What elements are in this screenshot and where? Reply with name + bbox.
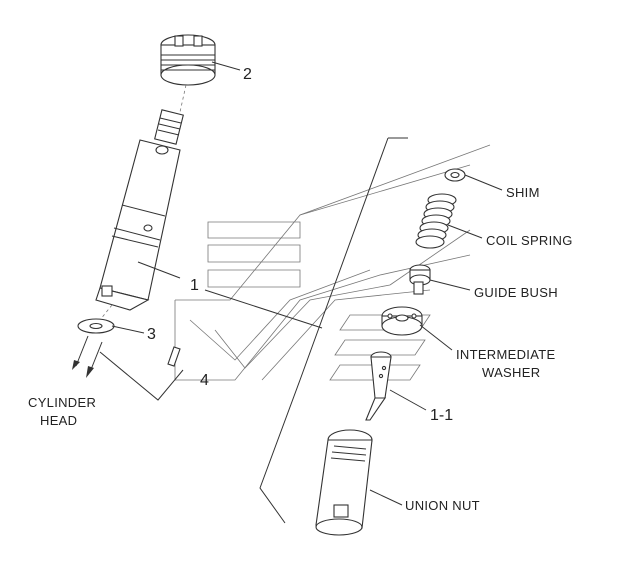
gasket-washer-part: [77, 318, 115, 334]
label-cylinder-head-line2: HEAD: [40, 413, 77, 428]
callout-4: 4: [200, 372, 209, 389]
leader-lines: [111, 61, 503, 506]
label-intermediate-washer-line2: WASHER: [482, 365, 540, 380]
guide-bush-part: [409, 264, 431, 295]
callout-2: 2: [243, 66, 252, 83]
label-guide-bush: GUIDE BUSH: [474, 285, 558, 300]
detail-background-outline: [174, 144, 491, 381]
callout-1: 1: [190, 277, 199, 294]
dowel-pin-part: [167, 346, 181, 367]
label-shim: SHIM: [506, 185, 540, 200]
label-coil-spring: COIL SPRING: [486, 233, 573, 248]
nozzle-part: [365, 351, 392, 421]
coil-spring-part: [415, 193, 457, 249]
detail-boundary-lines: [259, 137, 408, 524]
label-intermediate-washer-line1: INTERMEDIATE: [456, 347, 555, 362]
cylinder-head-arrows: [72, 335, 184, 401]
union-nut-part: [315, 429, 373, 536]
intermediate-washer-part: [381, 306, 423, 336]
callout-1-1: 1-1: [430, 407, 453, 424]
shim-part: [444, 168, 466, 182]
label-cylinder-head-line1: CYLINDER: [28, 395, 96, 410]
label-union-nut: UNION NUT: [405, 498, 480, 513]
injector-body: [95, 34, 216, 321]
callout-3: 3: [147, 326, 156, 343]
nozzle-cap-part: [160, 34, 216, 86]
